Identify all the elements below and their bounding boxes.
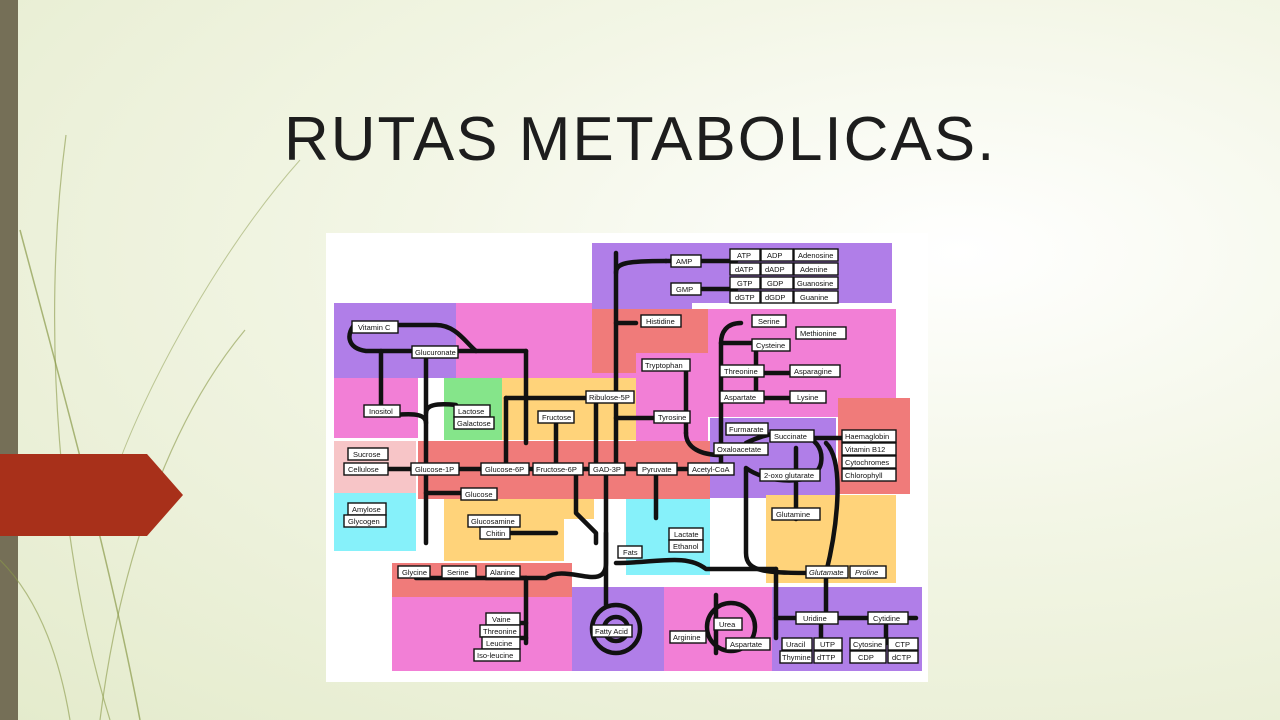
node-chlorophyll: Chlorophyll <box>845 471 883 480</box>
node-2-oxo-glutarate: 2-oxo glutarate <box>764 471 814 480</box>
node-serine-top: Serine <box>758 317 780 326</box>
node-urea: Urea <box>719 620 736 629</box>
node-isoleucine: Iso-leucine <box>477 651 513 660</box>
node-histidine: Histidine <box>646 317 675 326</box>
node-tyrosine: Tyrosine <box>658 413 686 422</box>
decorative-curves <box>0 134 301 720</box>
node-haemaglobin: Haemaglobin <box>845 432 889 441</box>
node-asparagine: Asparagine <box>794 367 832 376</box>
node-gad-3p: GAD-3P <box>593 465 621 474</box>
node-vitamin-c: Vitamin C <box>358 323 391 332</box>
node-aspartate-top: Aspartate <box>724 393 756 402</box>
node-fatty-acid: Fatty Acid <box>595 627 628 636</box>
node-threonine-top: Threonine <box>724 367 758 376</box>
node-cellulose: Cellulose <box>348 465 379 474</box>
node-cytochromes: Cytochromes <box>845 458 889 467</box>
arrow-shape <box>0 454 183 536</box>
node-serine-bottom: Serine <box>447 568 469 577</box>
node-oxaloacetate: Oxaloacetate <box>717 445 761 454</box>
node-glutamate: Glutamate <box>809 568 844 577</box>
node-lactose: Lactose <box>458 407 484 416</box>
pathway-nodes: AMP GMP ATP ADP Adenosine dATP dADP Aden… <box>343 248 919 664</box>
node-atp: ATP <box>737 251 751 260</box>
node-acetyl-coa: Acetyl-CoA <box>692 465 730 474</box>
node-ctp: CTP <box>895 640 910 649</box>
node-utp: UTP <box>820 640 835 649</box>
node-uridine: Uridine <box>803 614 827 623</box>
node-lactate: Lactate <box>674 530 699 539</box>
node-furmarate: Furmarate <box>729 425 764 434</box>
node-vitamin-b12: Vitamin B12 <box>845 445 885 454</box>
node-amp: AMP <box>676 257 692 266</box>
node-methionine: Methionine <box>800 329 837 338</box>
node-ribulose-5p: Ribulose-5P <box>589 393 630 402</box>
node-glutamine: Glutamine <box>776 510 810 519</box>
node-fats: Fats <box>623 548 638 557</box>
node-thymine: Thymine <box>782 653 811 662</box>
node-lysine: Lysine <box>797 393 818 402</box>
node-glucose-1p: Glucose-1P <box>415 465 454 474</box>
node-fructose: Fructose <box>542 413 571 422</box>
node-dgdp: dGDP <box>765 293 785 302</box>
node-glycine: Glycine <box>402 568 427 577</box>
node-gdp: GDP <box>767 279 783 288</box>
node-leucine: Leucine <box>486 639 512 648</box>
node-alanine: Alanine <box>490 568 515 577</box>
node-guanine: Guanine <box>800 293 828 302</box>
node-dadp: dADP <box>765 265 785 274</box>
node-adp: ADP <box>767 251 782 260</box>
node-threonine-bottom: Threonine <box>483 627 517 636</box>
node-aspartate-bottom: Aspartate <box>730 640 762 649</box>
node-dctp: dCTP <box>892 653 911 662</box>
node-proline: Proline <box>855 568 878 577</box>
node-cysteine: Cysteine <box>756 341 785 350</box>
node-ethanol: Ethanol <box>673 542 699 551</box>
metabolic-pathways-diagram: AMP GMP ATP ADP Adenosine dATP dADP Aden… <box>326 233 928 682</box>
node-pyruvate: Pyruvate <box>642 465 672 474</box>
node-glucosamine: Glucosamine <box>471 517 515 526</box>
node-sucrose: Sucrose <box>353 450 381 459</box>
node-datp: dATP <box>735 265 753 274</box>
node-cdp: CDP <box>858 653 874 662</box>
node-succinate: Succinate <box>774 432 807 441</box>
node-uracil: Uracil <box>786 640 806 649</box>
node-chitin: Chitin <box>486 529 505 538</box>
node-guanosine: Guanosine <box>797 279 833 288</box>
node-gtp: GTP <box>737 279 752 288</box>
node-glycogen: Glycogen <box>348 517 380 526</box>
node-cytosine: Cytosine <box>853 640 882 649</box>
node-amylose: Amylose <box>352 505 381 514</box>
node-gmp: GMP <box>676 285 693 294</box>
node-dgtp: dGTP <box>735 293 755 302</box>
node-valine: Vaine <box>492 615 511 624</box>
slide-title: RUTAS METABOLICAS. <box>284 105 997 174</box>
node-dttp: dTTP <box>817 653 835 662</box>
node-adenosine: Adenosine <box>798 251 833 260</box>
node-glucose-6p: Glucose-6P <box>485 465 524 474</box>
node-tryptophan: Tryptophan <box>645 361 683 370</box>
node-inositol: Inositol <box>369 407 393 416</box>
node-cytidine: Cytidine <box>873 614 900 623</box>
node-galactose: Galactose <box>457 419 491 428</box>
left-accent-bar <box>0 0 18 720</box>
node-adenine: Adenine <box>800 265 828 274</box>
node-glucose: Glucose <box>465 490 493 499</box>
node-glucuronate: Glucuronate <box>415 348 456 357</box>
node-fructose-6p: Fructose-6P <box>536 465 577 474</box>
node-arginine: Arginine <box>673 633 701 642</box>
